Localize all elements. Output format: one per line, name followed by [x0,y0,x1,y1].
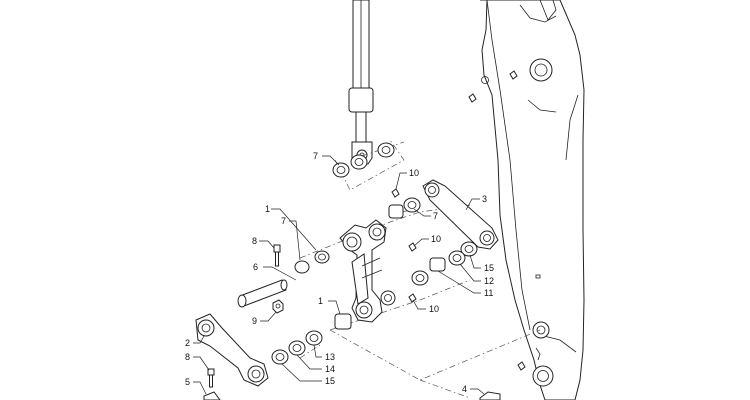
washer-7-top [332,142,395,178]
bushing-7-right [388,197,421,219]
grease-fitting-arm-top [468,70,526,371]
washers-13-14-15-lower [271,330,323,365]
callout-3: 3 [482,194,487,204]
callout-13: 13 [325,352,335,362]
callout-8-lower: 8 [185,352,190,362]
arm-boom [480,0,585,400]
callout-7-left: 7 [281,216,286,226]
grease-fitting-10-mid [408,242,417,252]
grease-fitting-10-low [408,293,417,303]
callout-10-top: 10 [409,168,419,178]
bolt-8-lower [207,368,215,388]
callout-15-lower: 15 [325,376,335,386]
callout-4: 4 [462,384,467,394]
leader-lines [193,155,485,395]
callout-11: 11 [484,288,493,298]
bushing-1-upper [294,250,330,274]
callout-10-low: 10 [429,304,439,314]
callout-6: 6 [253,262,258,272]
callout-2: 2 [185,338,190,348]
callout-1-upper: 1 [265,204,270,214]
callout-labels: 7 10 3 1 7 7 10 8 6 15 12 11 1 10 9 2 13… [185,151,494,394]
callout-12: 12 [484,276,494,286]
callout-10-mid: 10 [431,234,441,244]
callout-7-right: 7 [433,211,438,221]
callout-5: 5 [185,377,190,387]
link-2 [195,313,269,387]
callout-8-upper: 8 [252,236,257,246]
bolt-8-upper [273,244,281,267]
callout-15-right: 15 [484,263,494,273]
grease-fitting-10-top [391,188,400,198]
callout-7-top: 7 [313,151,318,161]
bushing-1-lower [334,313,352,330]
callout-9: 9 [252,316,257,326]
pin-5 [203,391,221,400]
nut-9 [272,299,284,314]
center-link [339,219,396,323]
washers-15-12-11-right [411,241,478,286]
hydraulic-cylinder [348,0,374,165]
link-3 [422,179,499,250]
callout-1-lower: 1 [318,296,323,306]
pin-6 [237,279,288,308]
callout-14: 14 [325,364,335,374]
